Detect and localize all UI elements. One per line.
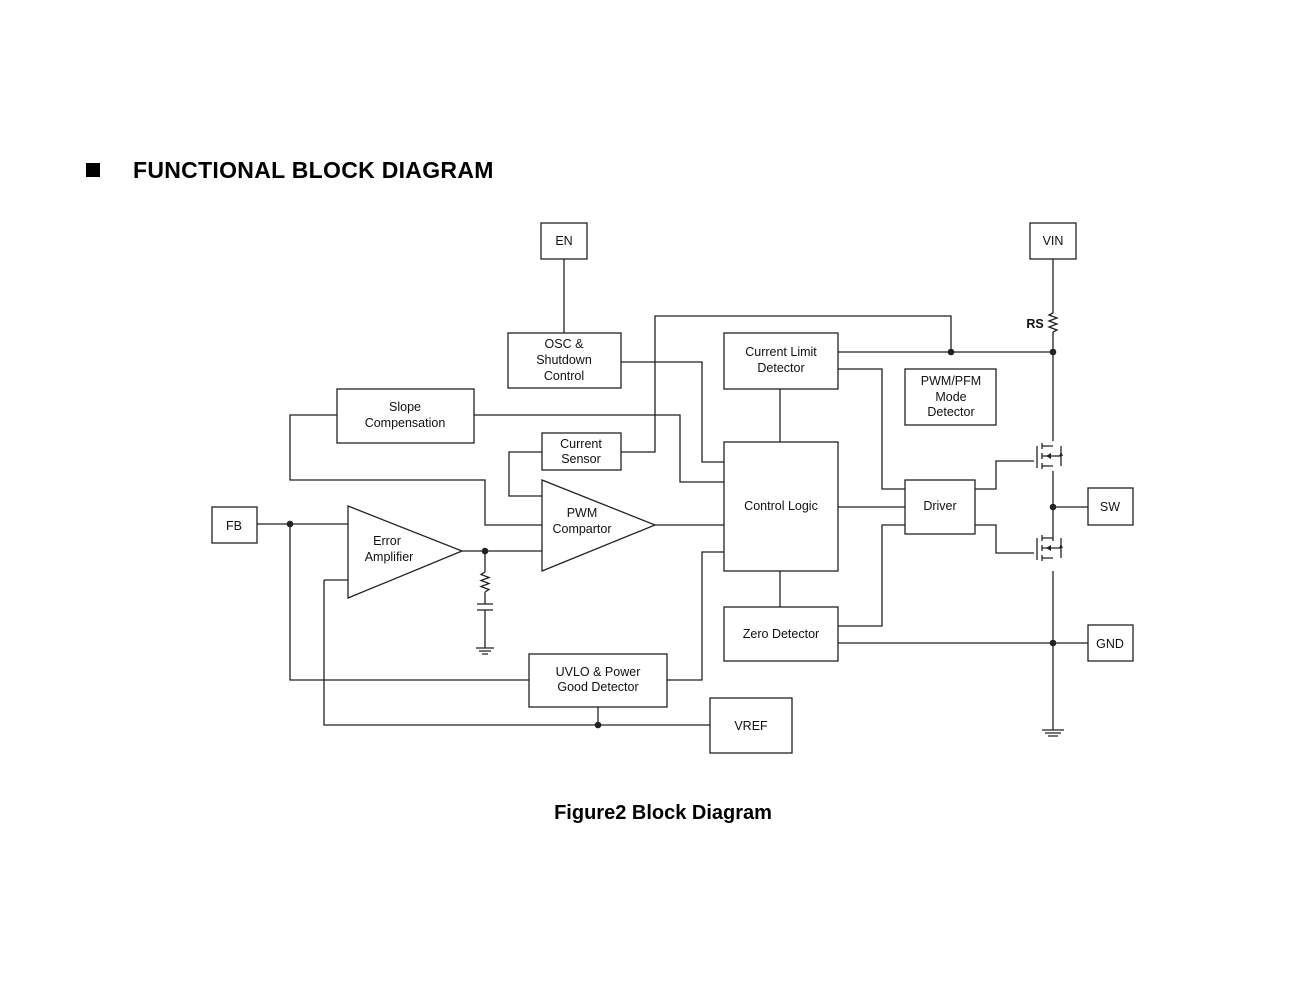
driver-label: Driver [923, 499, 956, 513]
fb-pin-label: FB [226, 519, 242, 533]
gnd-pin-box [1087, 624, 1134, 662]
junction-dots [286, 348, 1063, 729]
slope-line-2: Compensation [365, 416, 446, 430]
high-side-mosfet-icon [1036, 443, 1062, 469]
zero-detector-block [723, 606, 839, 662]
driver-block [904, 479, 976, 535]
pwm-pfm-line-2: Mode [935, 390, 966, 404]
current-limit-line-2: Detector [757, 361, 804, 375]
pwm-comp-line-1: PWM [567, 506, 598, 520]
sw-pin-label: SW [1100, 500, 1120, 514]
slope-line-1: Slope [389, 400, 421, 414]
pwm-pfm-line-1: PWM/PFM [921, 374, 981, 388]
rs-label: RS [1026, 317, 1043, 331]
figure-caption: Figure2 Block Diagram [554, 802, 772, 824]
error-amplifier-triangle [347, 505, 464, 599]
wire-slope-feedback [289, 414, 542, 526]
uvlo-line-1: UVLO & Power [556, 665, 641, 679]
wire-cl-driver [838, 368, 905, 490]
current-limit-line-1: Current Limit [745, 345, 817, 359]
vref-pin-label: VREF [734, 719, 768, 733]
square-bullet-icon [86, 163, 100, 177]
error-amp-line-1: Error [373, 534, 401, 548]
wire-zd-driver [838, 524, 905, 627]
current-sensor-block [541, 432, 622, 471]
pwm-comp-line-2: Compartor [552, 522, 611, 536]
current-sensor-line-1: Current [560, 437, 602, 451]
wire-fb-down [289, 524, 529, 681]
osc-line-1: OSC & [545, 337, 585, 351]
uvlo-line-2: Good Detector [557, 680, 638, 694]
pwm-pfm-block [904, 368, 997, 426]
gnd-pin-label: GND [1096, 637, 1124, 651]
vref-pin-box [709, 697, 793, 754]
en-pin-box [540, 222, 588, 260]
slope-block [336, 388, 475, 444]
osc-block [507, 332, 622, 389]
control-logic-label: Control Logic [744, 499, 818, 513]
vin-pin-box [1029, 222, 1077, 260]
fb-pin-box [211, 506, 258, 544]
wire-slope-control [474, 414, 724, 483]
wire-gnd-rail [1042, 571, 1088, 737]
osc-line-2: Shutdown [536, 353, 592, 367]
wire-compensation [476, 551, 494, 655]
en-pin-label: EN [555, 234, 572, 248]
control-logic-block [723, 441, 839, 572]
error-amp-line-2: Amplifier [365, 550, 414, 564]
wire-uvlo-control [667, 551, 724, 681]
low-side-mosfet-icon [1036, 535, 1062, 561]
section-heading: FUNCTIONAL BLOCK DIAGRAM [86, 155, 494, 185]
vin-pin-label: VIN [1043, 234, 1064, 248]
wire-sw-node [1052, 471, 1088, 541]
current-limit-block [723, 332, 839, 390]
pwm-pfm-line-3: Detector [927, 405, 974, 419]
wire-sensor-top [621, 315, 952, 453]
zero-detector-label: Zero Detector [743, 627, 819, 641]
wire-driver-mosfets [975, 460, 1034, 554]
sw-pin-box [1087, 487, 1134, 526]
current-sensor-line-2: Sensor [561, 452, 601, 466]
wire-osc-control [621, 361, 724, 463]
osc-line-3: Control [544, 369, 584, 383]
wire-vref [323, 579, 710, 726]
uvlo-block [528, 653, 668, 708]
pwm-comparator-triangle [541, 479, 657, 572]
heading-text: FUNCTIONAL BLOCK DIAGRAM [133, 156, 494, 183]
wire-sensor-pwm [508, 451, 542, 497]
